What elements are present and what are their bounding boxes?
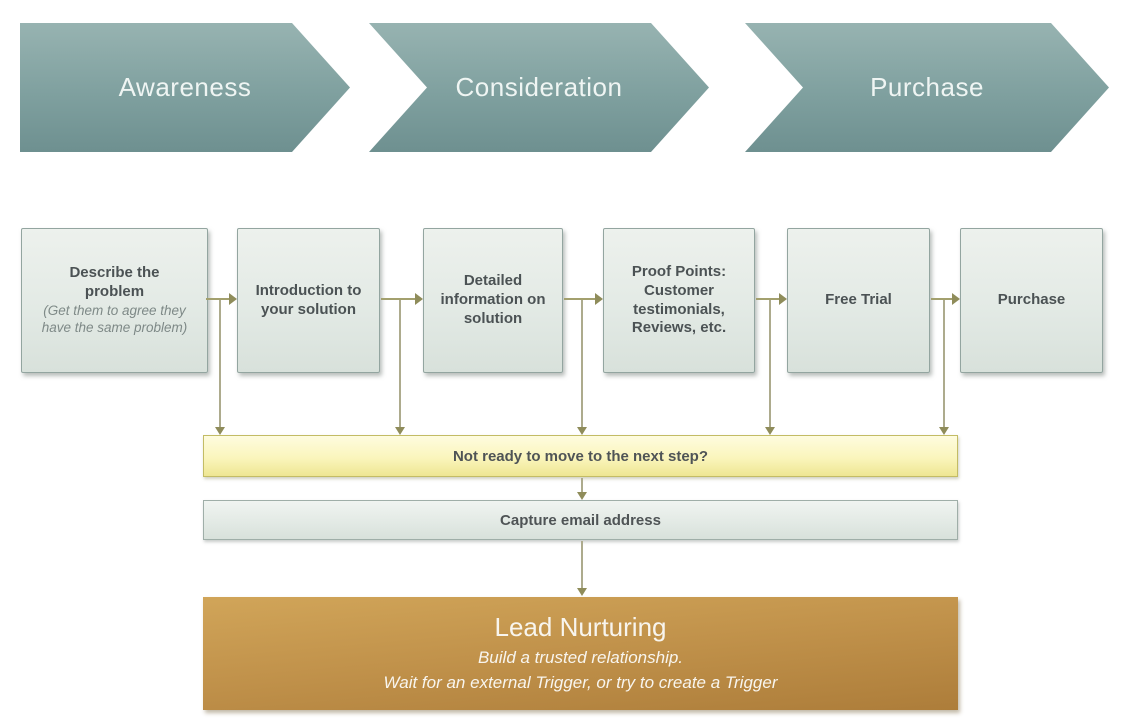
stage-chevron-awareness: Awareness: [20, 23, 350, 152]
drop-line: [581, 478, 583, 493]
down-arrowhead-icon: [577, 492, 587, 500]
right-arrowhead-icon: [779, 293, 787, 305]
step-title: Describe the problem: [69, 263, 160, 300]
right-arrowhead-icon: [595, 293, 603, 305]
drop-line: [581, 300, 583, 427]
step-box-purchase: Purchase: [960, 228, 1103, 373]
offramp-question-label: Not ready to move to the next step?: [452, 447, 709, 465]
step-box-free-trial: Free Trial: [787, 228, 930, 373]
drop-line: [219, 300, 221, 427]
step-title: Detailed information on solution: [440, 272, 546, 327]
drop-line: [581, 541, 583, 589]
step-box-describe-problem: Describe the problem (Get them to agree …: [21, 228, 208, 373]
right-arrowhead-icon: [415, 293, 423, 305]
drop-line: [943, 300, 945, 427]
connector-line: [564, 298, 596, 300]
step-box-detailed-information: Detailed information on solution: [423, 228, 563, 373]
stage-label: Consideration: [455, 72, 623, 102]
connector-line: [931, 298, 953, 300]
capture-email-bar: Capture email address: [203, 500, 958, 540]
step-note: (Get them to agree they have the same pr…: [41, 303, 188, 336]
down-arrowhead-icon: [215, 427, 225, 435]
drop-line: [769, 300, 771, 427]
lead-nurturing-box: Lead Nurturing Build a trusted relations…: [203, 597, 958, 710]
right-arrowhead-icon: [952, 293, 960, 305]
step-title: Proof Points: Customer testimonials, Rev…: [631, 263, 727, 337]
stage-chevron-purchase: Purchase: [745, 23, 1109, 152]
capture-email-label: Capture email address: [500, 511, 661, 529]
down-arrowhead-icon: [395, 427, 405, 435]
stage-label: Purchase: [870, 72, 984, 102]
connector-line: [381, 298, 416, 300]
stage-chevron-consideration: Consideration: [369, 23, 709, 152]
lead-nurturing-subtitle-2: Wait for an external Trigger, or try to …: [383, 672, 778, 692]
down-arrowhead-icon: [765, 427, 775, 435]
step-title: Purchase: [997, 291, 1066, 309]
connector-line: [756, 298, 780, 300]
down-arrowhead-icon: [939, 427, 949, 435]
down-arrowhead-icon: [577, 588, 587, 596]
lead-nurturing-title: Lead Nurturing: [494, 611, 667, 642]
down-arrowhead-icon: [577, 427, 587, 435]
right-arrowhead-icon: [229, 293, 237, 305]
step-title: Free Trial: [825, 291, 892, 309]
stage-label: Awareness: [118, 72, 252, 102]
connector-line: [206, 298, 230, 300]
step-title: Introduction to your solution: [255, 281, 362, 318]
step-box-introduction-solution: Introduction to your solution: [237, 228, 380, 373]
offramp-question-bar: Not ready to move to the next step?: [203, 435, 958, 477]
drop-line: [399, 300, 401, 427]
step-box-proof-points: Proof Points: Customer testimonials, Rev…: [603, 228, 755, 373]
lead-nurturing-subtitle-1: Build a trusted relationship.: [477, 647, 684, 667]
